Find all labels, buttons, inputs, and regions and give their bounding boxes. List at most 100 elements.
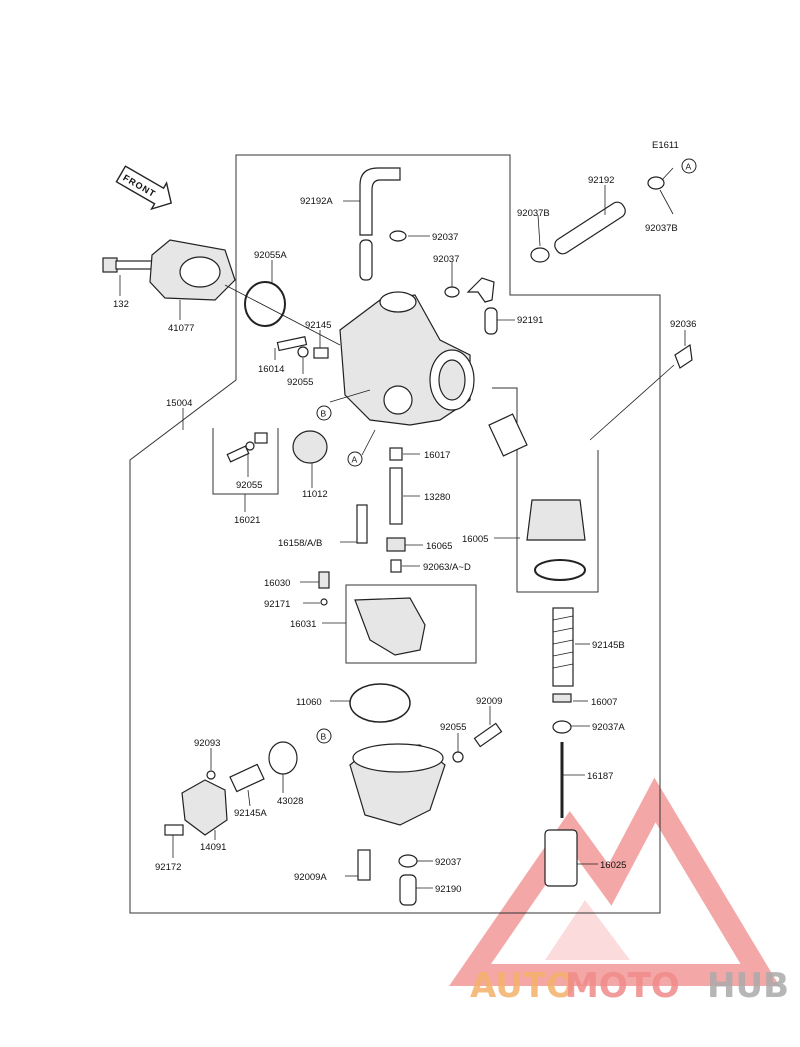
part-label: 92190 — [435, 884, 461, 895]
front-arrow-icon: FRONT — [115, 165, 173, 211]
gasket-11060-icon — [349, 683, 411, 723]
part-label: 16030 — [264, 578, 290, 589]
part-label: 92191 — [517, 315, 543, 326]
clip-92037A-icon — [552, 720, 572, 734]
clamp-92037B-left-icon — [530, 247, 550, 263]
o-ring-92171-icon — [320, 598, 328, 606]
pilot-washer-icon — [245, 441, 255, 451]
screw-92172-icon — [164, 824, 184, 836]
part-label: 92037B — [645, 223, 678, 234]
part-label: 43028 — [277, 796, 303, 807]
spring-92145A-icon — [229, 763, 265, 793]
hose-92191-icon — [466, 277, 495, 303]
part-label: 15004 — [166, 398, 192, 409]
part-label: 92009A — [294, 872, 327, 883]
part-label: 92055A — [254, 250, 287, 261]
watermark-word-auto: AUTO — [470, 966, 575, 1006]
part-label: 13280 — [424, 492, 450, 503]
jet-16017-icon — [389, 447, 403, 461]
svg-text:A: A — [352, 455, 358, 465]
part-label: 16005 — [462, 534, 488, 545]
hose-segment-icon — [359, 239, 373, 281]
throttle-valve-16025-icon — [544, 829, 578, 887]
hose-end-92036-icon — [674, 343, 693, 369]
part-label: 16007 — [591, 697, 617, 708]
group-box-16021 — [212, 428, 279, 495]
part-label: 41077 — [168, 323, 194, 334]
part-label: 92171 — [264, 599, 290, 610]
callout-a-mid: A — [347, 451, 363, 467]
pilot-screw-icon — [226, 445, 250, 463]
part-label: 11012 — [302, 489, 328, 500]
svg-text:A: A — [686, 162, 692, 172]
jet-92063-icon — [390, 559, 402, 573]
needle-92009-icon — [473, 722, 503, 748]
part-label: 92037A — [592, 722, 625, 733]
carburetor-body-icon — [339, 291, 475, 426]
o-ring-92055-c-icon — [452, 751, 464, 763]
part-label: 16187 — [587, 771, 613, 782]
part-labels: 92192A 92037 92037 92191 92192 92037B 92… — [113, 175, 696, 895]
assembly-frame — [129, 154, 661, 914]
cap-16005-icon — [526, 499, 586, 541]
part-label: 92172 — [155, 862, 181, 873]
watermark-wordmark: AUTO MOTO HUB — [470, 966, 789, 1006]
o-ring-92055A-icon — [244, 281, 286, 327]
part-label: 92192 — [588, 175, 614, 186]
clamp-92037-b-icon — [444, 286, 460, 298]
plate-16007-icon — [552, 693, 572, 703]
washer-92055-icon — [297, 346, 309, 358]
callout-a-top: A — [681, 158, 697, 174]
pilot-spring-icon — [254, 432, 268, 444]
callout-b-low: B — [316, 728, 332, 744]
cap-11012-icon — [292, 430, 328, 464]
callout-b-mid: B — [316, 405, 332, 421]
watermark-logo — [449, 777, 780, 986]
part-label: 92009 — [476, 696, 502, 707]
clamp-92037-icon — [389, 230, 407, 242]
spring-92145B-icon — [552, 607, 574, 687]
part-label: 92063/A~D — [423, 562, 471, 573]
float-16031-icon — [354, 597, 426, 656]
washer-43028-icon — [268, 741, 298, 775]
cover-14091-icon — [181, 779, 228, 836]
insulator-hole-icon — [179, 256, 221, 288]
bolt-132-icon — [102, 257, 153, 273]
part-label: 16065 — [426, 541, 452, 552]
diagram-code: E1611 — [652, 140, 679, 151]
leader-lines — [119, 167, 686, 889]
group-box-16005 — [492, 387, 599, 593]
clip-92037-c-icon — [398, 854, 418, 868]
part-label: 92037B — [517, 208, 550, 219]
part-label: 92192A — [300, 196, 333, 207]
part-label: 92055 — [236, 480, 262, 491]
part-label: 92145 — [305, 320, 331, 331]
cap-92093-icon — [206, 770, 216, 780]
part-label: 92145B — [592, 640, 625, 651]
part-label: 16025 — [600, 860, 626, 871]
part-label: 16158/A/B — [278, 538, 322, 549]
watermark-word-moto: MOTO — [565, 966, 680, 1006]
part-label: 16014 — [258, 364, 284, 375]
group-box-16031 — [345, 584, 477, 664]
gasket-16005-icon — [534, 559, 586, 581]
plug-92190-icon — [399, 874, 417, 906]
jet-16158-icon — [356, 504, 368, 544]
filter-16005-icon — [488, 413, 528, 457]
jet-16065-icon — [386, 537, 406, 552]
part-label: 132 — [113, 299, 129, 310]
part-label: 92145A — [234, 808, 267, 819]
part-label: 11060 — [296, 697, 322, 708]
screw-92009A-icon — [357, 849, 371, 881]
svg-text:B: B — [321, 732, 327, 742]
part-label: 92055 — [440, 722, 466, 733]
part-label: 16017 — [424, 450, 450, 461]
watermark-word-hub: HUB — [707, 966, 789, 1006]
hose-92191-seg-icon — [484, 307, 498, 335]
hose-92192A-icon — [359, 167, 401, 236]
part-label: 92093 — [194, 738, 220, 749]
part-label: 92037 — [433, 254, 459, 265]
part-label: 92036 — [670, 319, 696, 330]
part-label: 92037 — [432, 232, 458, 243]
